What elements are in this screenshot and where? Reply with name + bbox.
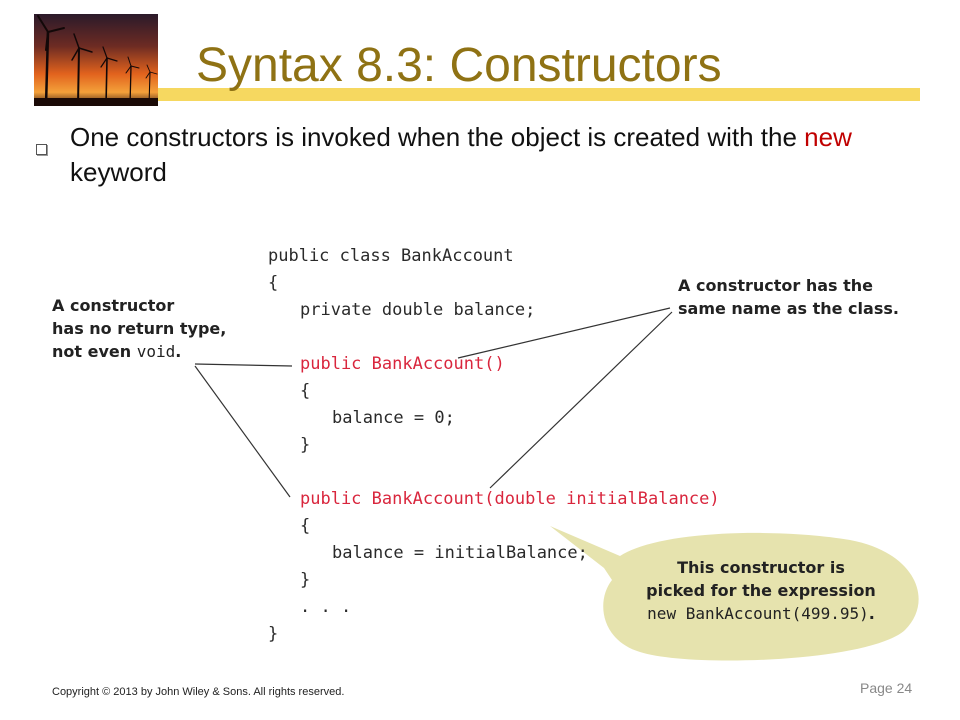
leader-left-to-param-constructor — [194, 365, 291, 498]
code-line: { — [300, 516, 311, 536]
callout-line: new BankAccount(499.95). — [632, 602, 890, 625]
speech-bubble — [550, 526, 919, 661]
bullet-text-before: One constructors is invoked when the obj… — [70, 122, 805, 152]
copyright-notice: Copyright © 2013 by John Wiley & Sons. A… — [52, 686, 345, 698]
callout-picked-constructor: This constructor is picked for the expre… — [632, 556, 890, 625]
callout-line: picked for the expression — [646, 581, 876, 600]
code-line: } — [268, 624, 279, 644]
code-line-constructor-param: public BankAccount(double initialBalance… — [300, 489, 720, 509]
code-line: balance = initialBalance; — [332, 543, 588, 563]
callout-text: not even — [52, 342, 137, 361]
new-keyword: new — [804, 122, 852, 152]
title-underline-bar — [158, 88, 920, 101]
callout-text: . — [175, 342, 182, 361]
callout-line: has no return type, — [52, 319, 227, 338]
callout-line: not even void. — [52, 340, 226, 363]
slide-title: Syntax 8.3: Constructors — [196, 39, 722, 92]
callout-same-name: A constructor has the same name as the c… — [678, 274, 899, 320]
code-line: { — [300, 381, 311, 401]
callout-line: same name as the class. — [678, 299, 899, 318]
code-line: { — [268, 273, 279, 293]
leader-right-to-default-constructor — [457, 307, 671, 359]
callout-no-return-type: A constructor has no return type, not ev… — [52, 294, 226, 363]
code-line-constructor-default: public BankAccount() — [300, 354, 505, 374]
square-bullet-icon — [36, 144, 47, 155]
callout-line: A constructor has the — [678, 276, 874, 295]
callout-line: A constructor — [52, 296, 175, 315]
code-line: } — [300, 570, 311, 590]
code-line: } — [300, 435, 311, 455]
wind-turbines-logo — [34, 14, 158, 106]
code-line: . . . — [300, 597, 352, 617]
code-line: private double balance; — [300, 300, 536, 320]
bullet-text: One constructors is invoked when the obj… — [70, 120, 890, 190]
code-line: public class BankAccount — [268, 246, 514, 266]
callout-text: . — [868, 604, 875, 623]
leader-right-to-param-constructor — [489, 311, 673, 489]
callout-line: This constructor is — [677, 558, 845, 577]
bullet-text-after: keyword — [70, 157, 167, 187]
void-code: void — [136, 342, 176, 361]
code-line: balance = 0; — [332, 408, 455, 428]
expression-code: new BankAccount(499.95) — [647, 604, 869, 623]
page-number: Page 24 — [860, 680, 913, 696]
leader-left-to-default-constructor — [194, 363, 293, 367]
